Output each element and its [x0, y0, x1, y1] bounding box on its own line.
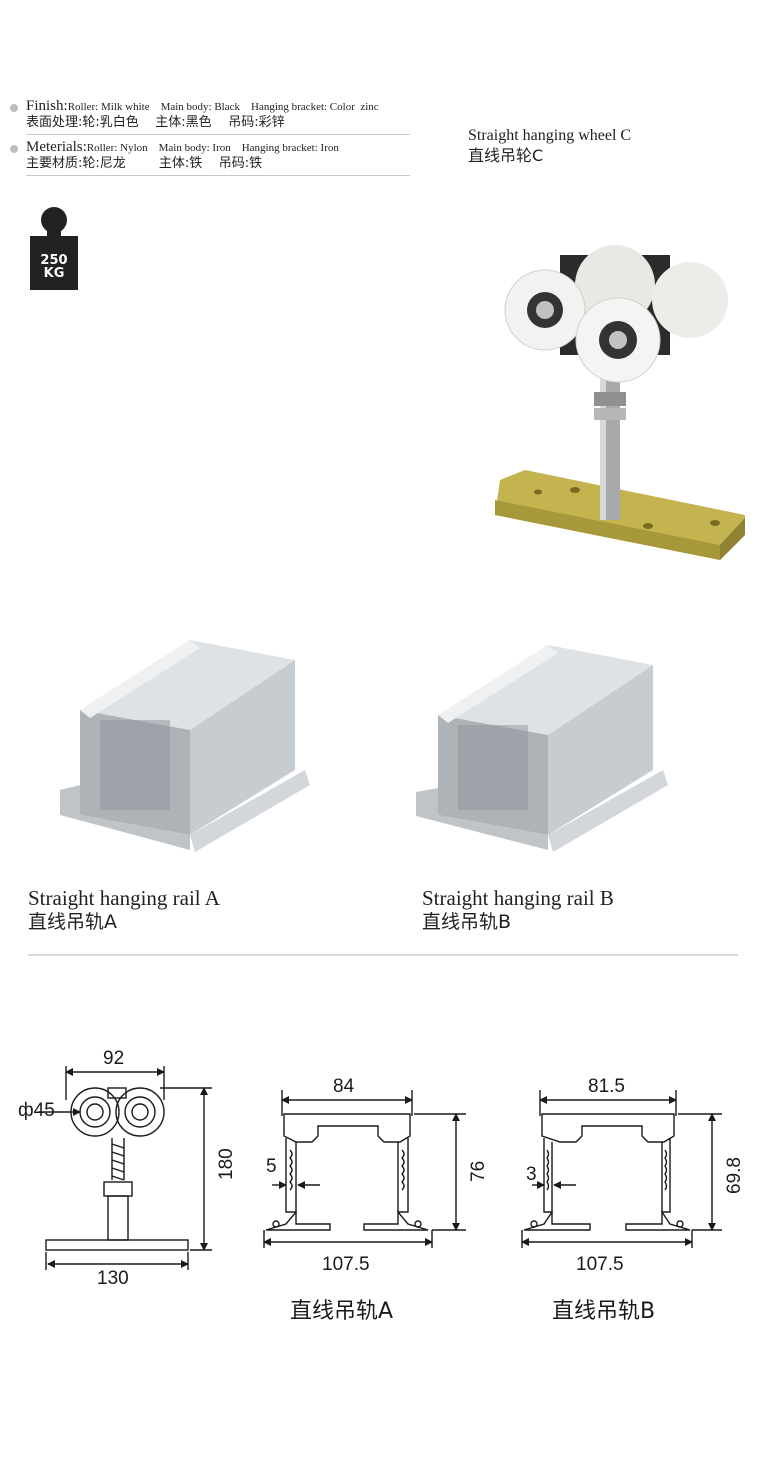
rail-b-bottom-dim: 107.5	[576, 1254, 624, 1275]
rail-a-caption: Straight hanging rail A 直线吊轨A	[28, 886, 220, 934]
rail-b-name-zh: 直线吊轨B	[422, 911, 512, 933]
materials-spec: Meterials:Roller: Nylon Main body: Iron …	[10, 139, 410, 179]
weight-value: 250	[40, 253, 68, 268]
rail-a-drawing	[263, 1090, 466, 1248]
materials-zh-text: 主要材质:轮:尼龙 主体:铁 吊码:铁	[26, 156, 263, 171]
dimension-drawings: 92 ф45 180 130 84 5 76 107.5 直线吊轨A 81.5 …	[18, 1048, 745, 1324]
rail-a-bottom-dim: 107.5	[322, 1254, 370, 1275]
materials-en-text: Roller: Nylon Main body: Iron Hanging br…	[86, 142, 339, 154]
bullet-icon	[10, 104, 18, 112]
rail-a-photo	[60, 640, 310, 852]
rail-b-wall-dim: 3	[526, 1164, 537, 1185]
divider	[26, 134, 410, 135]
rail-b-drawing-label: 直线吊轨B	[552, 1299, 655, 1324]
section-divider	[28, 954, 738, 956]
wheel-height-dim: 180	[216, 1148, 237, 1180]
wheel-caption: Straight hanging wheel C 直线吊轮C	[468, 126, 631, 166]
finish-zh-text: 表面处理:轮:乳白色 主体:黑色 吊码:彩锌	[26, 115, 285, 130]
rail-a-top-dim: 84	[333, 1076, 355, 1097]
finish-en-text: Roller: Milk white Main body: Black Hang…	[67, 101, 379, 113]
rail-a-height-dim: 76	[468, 1161, 489, 1182]
wheel-width-dim: 92	[103, 1048, 124, 1069]
wheel-drawing	[38, 1066, 212, 1270]
wheel-name-zh: 直线吊轮C	[468, 146, 544, 165]
weight-badge: 250 KG	[30, 204, 78, 290]
rail-b-drawing	[521, 1090, 722, 1248]
finish-spec: Finish:Roller: Milk white Main body: Bla…	[10, 98, 410, 138]
rail-b-photo	[416, 645, 668, 852]
weight-unit: KG	[43, 266, 65, 281]
rail-a-name-en: Straight hanging rail A	[28, 886, 220, 910]
rail-b-name-en: Straight hanging rail B	[422, 886, 614, 910]
rail-b-height-dim: 69.8	[724, 1157, 745, 1194]
weight-icon	[30, 207, 78, 290]
wheel-name-en: Straight hanging wheel C	[468, 127, 632, 144]
wheel-base-dim: 130	[97, 1268, 129, 1289]
hanging-wheel-photo	[495, 245, 745, 560]
wheel-diameter-dim: ф45	[18, 1100, 55, 1121]
bullet-icon	[10, 145, 18, 153]
finish-label: Finish:	[26, 98, 68, 114]
rail-a-drawing-label: 直线吊轨A	[290, 1299, 393, 1324]
divider	[26, 175, 410, 176]
rail-a-wall-dim: 5	[266, 1156, 277, 1177]
rail-b-top-dim: 81.5	[588, 1076, 625, 1097]
materials-label: Meterials:	[26, 139, 87, 155]
rail-b-caption: Straight hanging rail B 直线吊轨B	[422, 886, 614, 934]
rail-a-name-zh: 直线吊轨A	[28, 911, 117, 933]
